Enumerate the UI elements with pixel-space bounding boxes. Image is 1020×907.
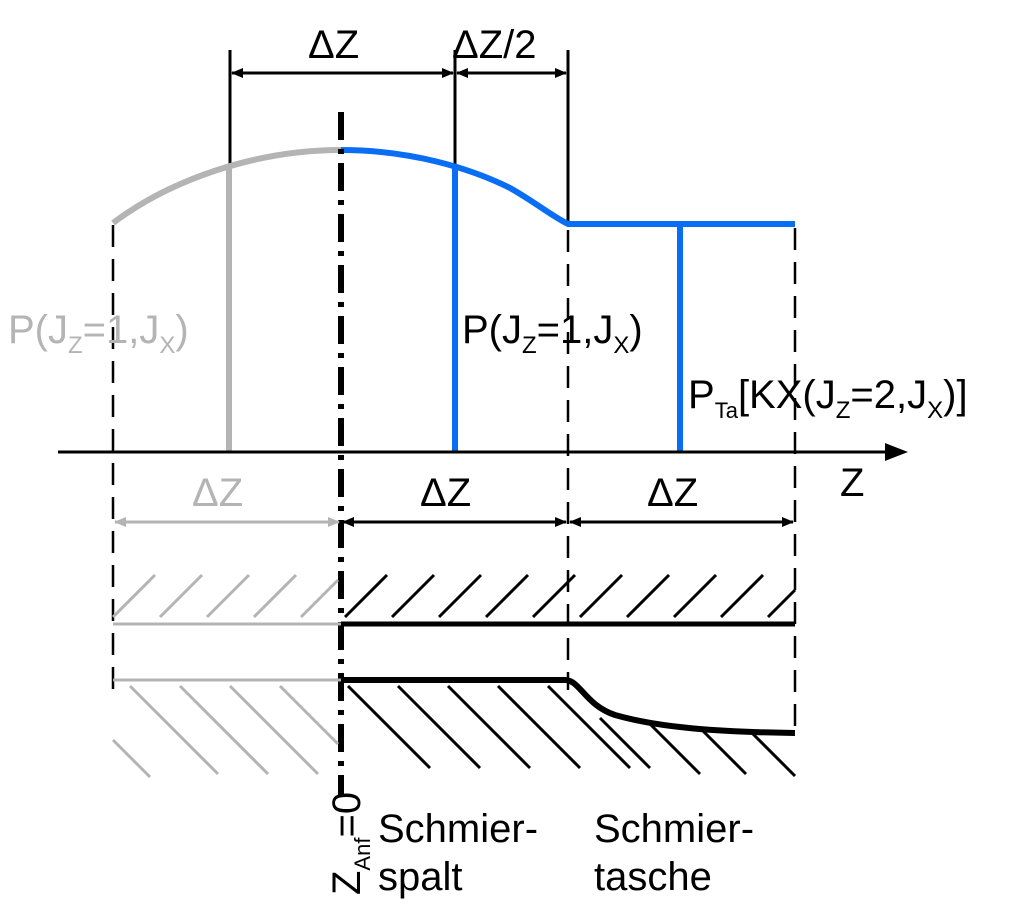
z-anf-label: ZAnf=0 <box>325 792 375 895</box>
p-gray-label: P(JZ=1,JX) <box>8 308 189 359</box>
dz-bottom-1-label: ΔZ <box>420 471 471 515</box>
gray-pressure-curve <box>111 147 342 226</box>
blue-pressure-curve <box>340 147 795 227</box>
p-blue-label: P(JZ=1,JX) <box>462 308 643 359</box>
z-axis-arrowhead <box>885 443 908 461</box>
schmiertasche-line2: tasche <box>594 855 712 899</box>
schmierspalt-line2: spalt <box>378 855 463 899</box>
dz-top-label: ΔZ <box>308 23 359 67</box>
dz-half-top-label: ΔZ/2 <box>452 23 537 67</box>
upper-wall-gray <box>111 573 341 626</box>
dz-bottom-gray-label: ΔZ <box>192 471 243 515</box>
top-dimension-group <box>228 50 570 225</box>
lower-wall-gray <box>111 678 341 779</box>
dz-bottom-2-label: ΔZ <box>647 471 698 515</box>
schmierspalt-line1: Schmier- <box>378 807 538 851</box>
p-ta-label: PTa[KX(JZ=2,JX)] <box>688 373 968 424</box>
lower-wall-black <box>341 677 797 778</box>
upper-wall-black <box>341 573 797 627</box>
z-axis-label: Z <box>840 461 864 505</box>
schmiertasche-line1: Schmier- <box>594 807 754 851</box>
